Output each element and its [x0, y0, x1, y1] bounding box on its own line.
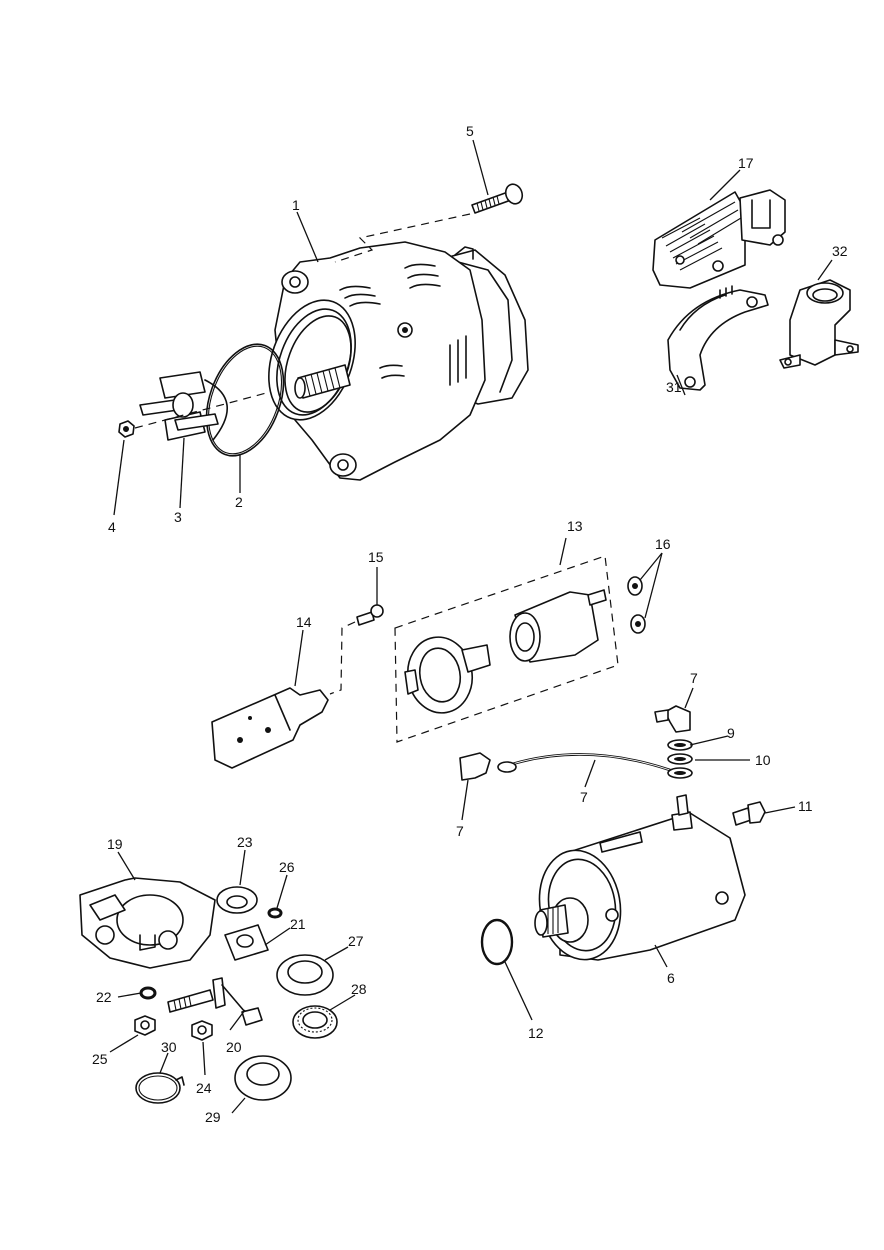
callout-15: 15: [368, 549, 384, 565]
callout-25: 25: [92, 1051, 108, 1067]
callout-2: 2: [235, 494, 243, 510]
callout-9: 9: [727, 725, 735, 741]
callout-29: 29: [205, 1109, 221, 1125]
callout-21: 21: [290, 916, 306, 932]
part-impeller: [139, 371, 228, 441]
callout-1: 1: [292, 197, 300, 213]
callout-32: 32: [832, 243, 848, 259]
part-rectifier: [667, 285, 769, 391]
part-bearing-29: [234, 1055, 292, 1101]
callout-28: 28: [351, 981, 367, 997]
callout-3: 3: [174, 509, 182, 525]
callout-24: 24: [196, 1080, 212, 1096]
callout-14: 14: [296, 614, 312, 630]
callout-26: 26: [279, 859, 295, 875]
part-bearing-27: [276, 954, 334, 996]
callout-30: 30: [161, 1039, 177, 1055]
part-seal-23: [216, 886, 258, 914]
part-circlip-30: [135, 1072, 185, 1104]
part-terminal-bolt-20: [167, 977, 263, 1026]
part-bolt-5: [471, 183, 524, 214]
part-o-ring: [205, 343, 285, 457]
part-starter-relay: [509, 589, 607, 663]
part-washer-22: [139, 986, 157, 1000]
callout-19: 19: [107, 836, 123, 852]
callout-5: 5: [466, 123, 474, 139]
callout-7-middle: 7: [580, 789, 588, 805]
callout-12: 12: [528, 1025, 544, 1041]
part-alternator: [268, 241, 529, 481]
part-nut-25: [134, 1015, 156, 1036]
callout-23: 23: [237, 834, 253, 850]
part-brush-holder: [779, 279, 859, 369]
callout-17: 17: [738, 155, 754, 171]
callout-16: 16: [655, 536, 671, 552]
part-starter-motor: [534, 794, 746, 961]
group-outline-relay: [394, 555, 619, 743]
callout-7-left: 7: [456, 823, 464, 839]
part-regulator: [652, 189, 786, 289]
callout-27: 27: [348, 933, 364, 949]
part-washers: [667, 739, 693, 779]
part-bearing-28: [292, 1005, 338, 1039]
callout-10: 10: [755, 752, 771, 768]
part-bolt-11: [732, 801, 766, 826]
part-bolt-15: [356, 604, 384, 626]
callout-20: 20: [226, 1039, 242, 1055]
part-washer-26: [267, 907, 283, 919]
part-relay-nuts: [627, 576, 646, 634]
part-nut-small: [118, 420, 135, 438]
callout-6: 6: [667, 970, 675, 986]
part-starter-o-ring: [480, 918, 514, 966]
part-brush-plate: [79, 877, 216, 969]
part-relay-boot: [404, 636, 491, 714]
callout-7-top: 7: [690, 670, 698, 686]
callout-11: 11: [798, 798, 813, 814]
part-relay-bracket: [211, 687, 329, 769]
callout-31: 31: [666, 379, 682, 395]
part-plate-21: [224, 924, 269, 961]
callout-13: 13: [567, 518, 583, 534]
leader-lines: [109, 139, 833, 1114]
callout-22: 22: [96, 989, 112, 1005]
part-starter-lead: [459, 705, 691, 781]
part-nut-24: [191, 1020, 213, 1041]
callout-4: 4: [108, 519, 116, 535]
